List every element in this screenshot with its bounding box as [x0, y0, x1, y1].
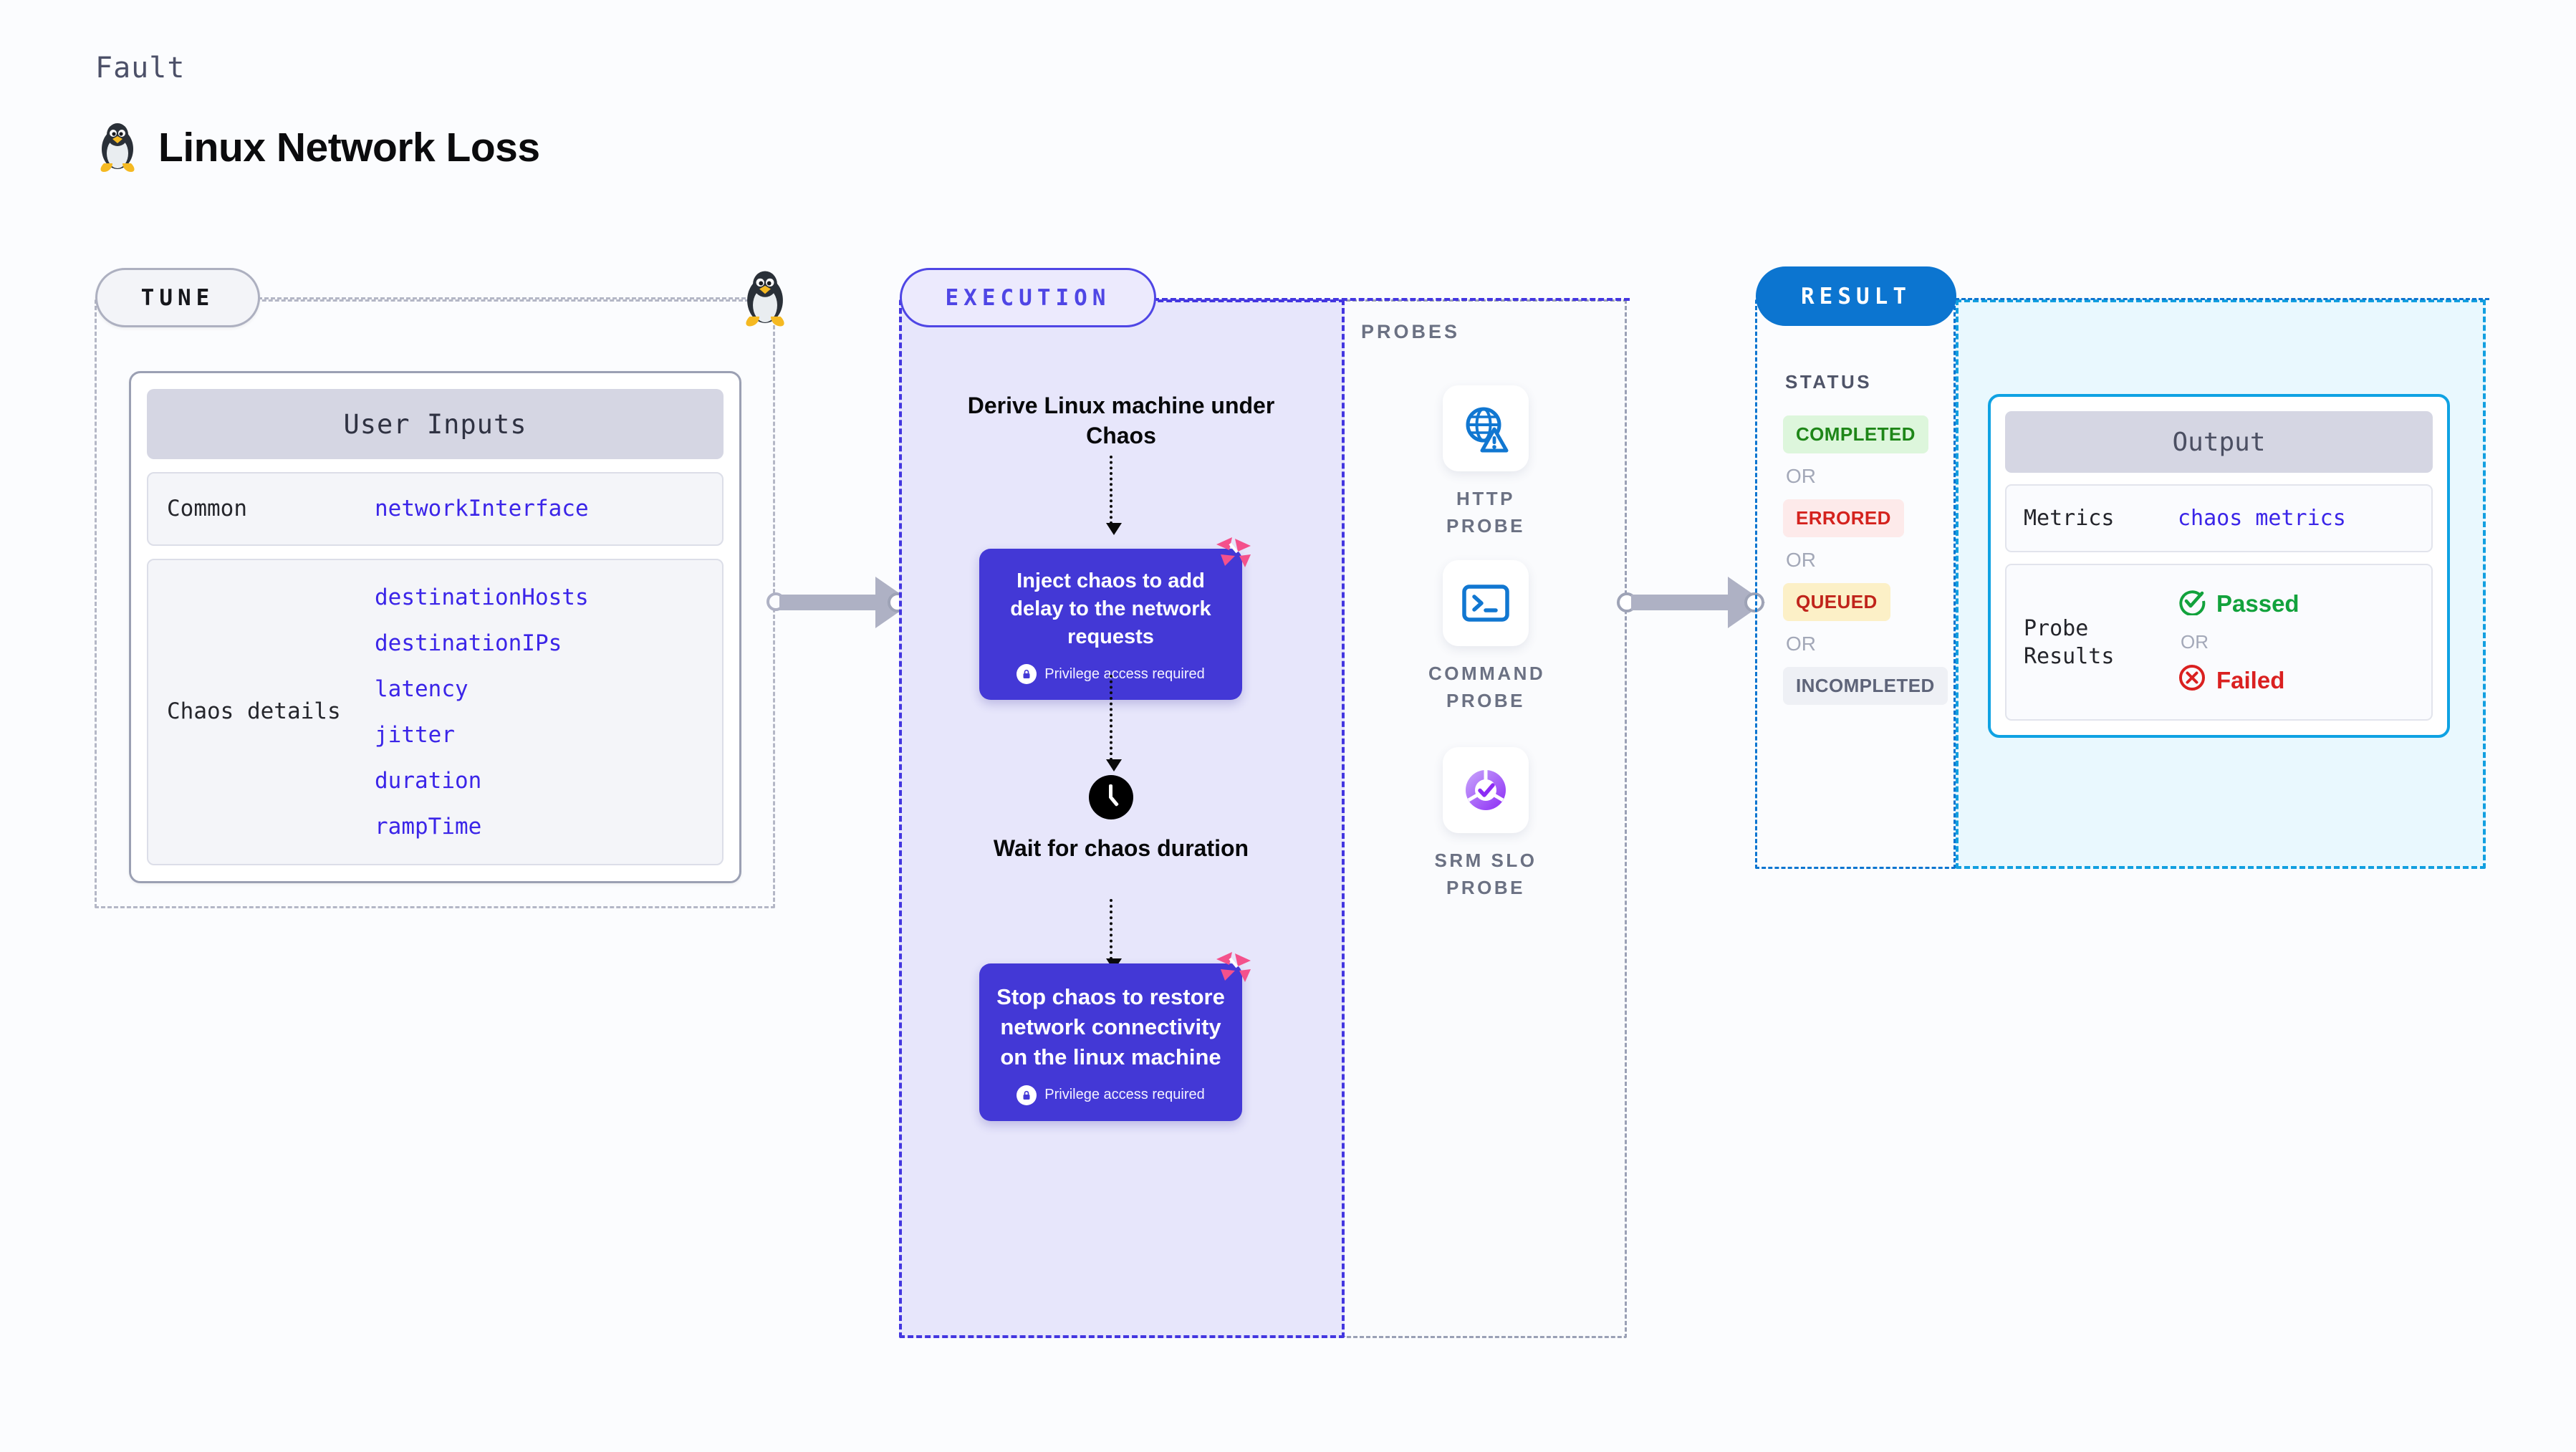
- connector-end-dot: [1744, 592, 1764, 612]
- group-label-chaos-details: Chaos details: [167, 698, 341, 725]
- output-card-title: Output: [2005, 411, 2433, 473]
- status-badge-incompleted: INCOMPLETED: [1783, 667, 1948, 705]
- chaos-step-inject-privilege-text: Privilege access required: [1044, 665, 1205, 682]
- input-field-ramptime[interactable]: rampTime: [375, 813, 482, 840]
- user-inputs-card: User Inputs Common networkInterface Chao…: [129, 371, 741, 883]
- probe-label-http: HTTP PROBE: [1446, 488, 1525, 537]
- tune-corner-penguin-icon: [738, 268, 792, 333]
- output-value-chaos-metrics[interactable]: chaos metrics: [2178, 506, 2346, 531]
- stage-pill-tune[interactable]: TUNE: [95, 268, 260, 327]
- output-row-metrics: Metrics chaos metrics: [2005, 484, 2433, 552]
- flow-arrow-derive-to-inject: [1106, 456, 1122, 535]
- execution-panel: [899, 299, 1345, 1338]
- chaos-step-stop-privilege: Privilege access required: [995, 1085, 1226, 1105]
- slo-donut-check-icon: [1443, 747, 1529, 833]
- status-badge-completed: COMPLETED: [1783, 415, 1928, 453]
- page-title: Linux Network Loss: [158, 125, 540, 170]
- terminal-icon: [1443, 560, 1529, 646]
- chaos-step-inject-title: Inject chaos to add delay to the network…: [1010, 569, 1211, 649]
- group-label-common: Common: [167, 496, 247, 521]
- flow-step-wait: Wait for chaos duration: [993, 835, 1249, 861]
- probe-item-srm-slo[interactable]: SRM SLO PROBE: [1418, 747, 1554, 901]
- input-field-destinationips[interactable]: destinationIPs: [375, 630, 562, 656]
- flow-step-derive: Derive Linux machine under Chaos: [967, 393, 1275, 449]
- input-field-latency[interactable]: latency: [375, 675, 468, 702]
- flow-arrow-inject-to-wait: [1106, 675, 1122, 771]
- output-row-probe-results: Probe Results Passed OR: [2005, 564, 2433, 721]
- probe-result-failed-label: Failed: [2216, 667, 2285, 693]
- output-card: Output Metrics chaos metrics Probe Resul…: [1988, 394, 2450, 738]
- probe-label-srm-slo: SRM SLO PROBE: [1434, 850, 1537, 898]
- group-values-chaos-details: destinationHosts destinationIPs latency …: [375, 585, 589, 840]
- probe-label-command: COMMAND PROBE: [1428, 663, 1546, 711]
- status-badge-errored: ERRORED: [1783, 499, 1904, 537]
- harness-logo-icon: [1213, 534, 1254, 572]
- status-or-1: OR: [1786, 465, 1816, 487]
- probe-result-or: OR: [2181, 631, 2209, 653]
- status-or-2: OR: [1786, 549, 1816, 571]
- globe-warning-icon: [1443, 385, 1529, 471]
- execution-leader-line: [1153, 298, 1630, 301]
- chaos-step-stop-box[interactable]: Stop chaos to restore network connectivi…: [979, 952, 1251, 1121]
- stage-pill-execution[interactable]: EXECUTION: [900, 268, 1156, 327]
- output-label-probe-results: Probe Results: [2024, 615, 2115, 669]
- harness-logo-icon: [1213, 949, 1254, 986]
- probe-item-command[interactable]: COMMAND PROBE: [1418, 560, 1554, 714]
- page-eyebrow: Fault: [95, 52, 186, 85]
- result-leader-line: [1948, 298, 2489, 300]
- connector-shaft: [1631, 595, 1746, 610]
- status-list: COMPLETED OR ERRORED OR QUEUED OR INCOMP…: [1783, 415, 1948, 705]
- input-field-duration[interactable]: duration: [375, 767, 482, 794]
- probes-section-label: PROBES: [1361, 321, 1461, 342]
- check-circle-icon: [2178, 587, 2206, 621]
- connector-shaft: [779, 595, 890, 610]
- probe-result-failed: Failed: [2178, 663, 2299, 698]
- x-circle-icon: [2178, 663, 2206, 698]
- flow-arrow-wait-to-stop: [1106, 899, 1122, 971]
- input-field-networkinterface[interactable]: networkInterface: [375, 496, 589, 522]
- clock-hour-hand: [1109, 796, 1120, 807]
- chaos-step-stop-privilege-text: Privilege access required: [1044, 1087, 1205, 1103]
- status-section-label: STATUS: [1785, 371, 1873, 393]
- stage-pill-result[interactable]: RESULT: [1756, 266, 1956, 326]
- lock-icon: [1017, 664, 1037, 685]
- linux-penguin-icon: [95, 120, 140, 175]
- user-inputs-title: User Inputs: [147, 389, 724, 459]
- chaos-step-inject-privilege: Privilege access required: [995, 664, 1226, 685]
- clock-minute-hand: [1109, 784, 1112, 799]
- user-inputs-group-chaos-details: Chaos details destinationHosts destinati…: [147, 558, 724, 865]
- user-inputs-group-common: Common networkInterface: [147, 472, 724, 546]
- clock-icon: [1089, 775, 1133, 819]
- lock-icon: [1017, 1085, 1037, 1105]
- status-or-3: OR: [1786, 633, 1816, 655]
- input-field-jitter[interactable]: jitter: [375, 721, 455, 748]
- output-label-metrics: Metrics: [2024, 506, 2115, 531]
- group-values-common: networkInterface: [375, 496, 589, 521]
- page-title-row: Linux Network Loss: [95, 120, 540, 175]
- probe-result-passed-label: Passed: [2216, 590, 2299, 617]
- probe-result-passed: Passed: [2178, 587, 2299, 621]
- input-field-destinationhosts[interactable]: destinationHosts: [375, 584, 589, 610]
- probe-results-list: Passed OR Failed: [2178, 587, 2299, 698]
- probe-item-http[interactable]: HTTP PROBE: [1418, 385, 1554, 539]
- chaos-step-stop-title: Stop chaos to restore network connectivi…: [996, 984, 1225, 1069]
- tune-leader-line: [258, 297, 752, 299]
- status-badge-queued: QUEUED: [1783, 583, 1890, 621]
